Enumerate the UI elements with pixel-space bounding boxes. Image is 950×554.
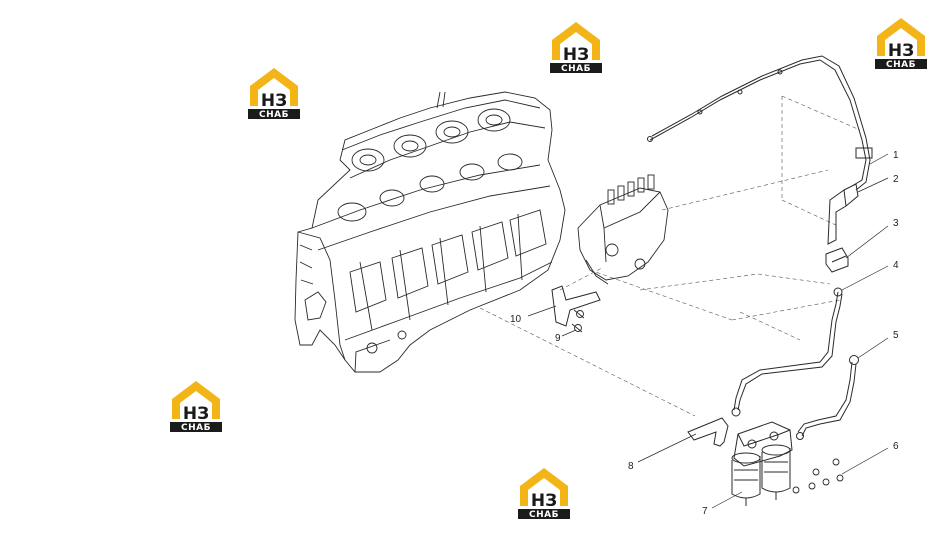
watermark-logo: НЗ СНАБ [246, 66, 302, 120]
bolts-9 [571, 309, 585, 333]
svg-text:СНАБ: СНАБ [561, 64, 591, 74]
callout-9: 9 [555, 333, 561, 344]
callout-8: 8 [628, 461, 634, 472]
clamp [825, 247, 849, 273]
svg-text:СНАБ: СНАБ [259, 110, 289, 120]
fuel-feed-pipe [731, 287, 843, 417]
engine-block [294, 91, 566, 373]
fuel-return-pipe [647, 55, 873, 191]
callout-2: 2 [893, 174, 899, 185]
callout-4: 4 [893, 260, 899, 271]
leader-lines [527, 153, 889, 509]
svg-text:НЗ: НЗ [183, 404, 209, 424]
watermark-logo: НЗ СНАБ [168, 379, 224, 433]
pump-bracket [551, 285, 601, 327]
svg-text:НЗ: НЗ [261, 91, 287, 111]
svg-text:НЗ: НЗ [888, 41, 914, 61]
callout-6: 6 [893, 441, 899, 452]
filter-bracket [687, 417, 729, 447]
callout-1: 1 [893, 150, 899, 161]
svg-text:СНАБ: СНАБ [181, 423, 211, 433]
watermark-logo: НЗ СНАБ [548, 20, 604, 74]
svg-text:СНАБ: СНАБ [886, 60, 916, 70]
callout-5: 5 [893, 330, 899, 341]
fuel-filter [731, 421, 793, 506]
pipe-bracket [827, 183, 859, 245]
injection-pump [577, 174, 669, 285]
fuel-pipe-filter [796, 355, 859, 440]
callout-7: 7 [702, 506, 708, 517]
callout-10: 10 [510, 314, 522, 325]
callout-3: 3 [893, 218, 899, 229]
watermark-logo: НЗ СНАБ [516, 466, 572, 520]
watermark-logo: НЗ СНАБ [873, 16, 929, 70]
bolts-6 [792, 458, 844, 494]
svg-text:СНАБ: СНАБ [529, 510, 559, 520]
svg-text:НЗ: НЗ [531, 491, 557, 511]
construction-lines [479, 95, 861, 417]
svg-text:НЗ: НЗ [563, 45, 589, 65]
